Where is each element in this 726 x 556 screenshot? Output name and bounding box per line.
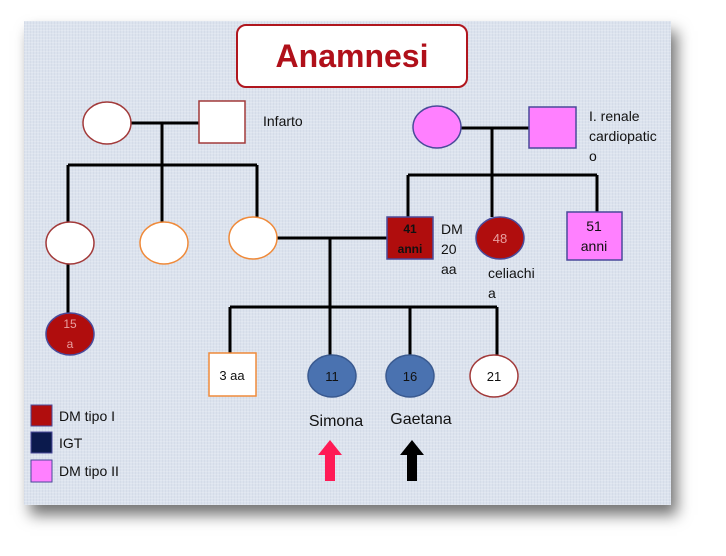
cousin-15 (45, 312, 95, 356)
grandfather-paternal (198, 100, 246, 144)
legend-swatch-dm2 (30, 459, 53, 483)
dm20-label-1: DM (441, 221, 463, 237)
legend-swatch-dm1 (30, 404, 53, 427)
uncle-51-age-unit: anni (581, 238, 607, 254)
aunt-2 (139, 221, 189, 265)
child-21 (469, 354, 519, 398)
renale-label-3: o (589, 148, 597, 164)
infarto-label: Infarto (263, 113, 303, 129)
grandfather-maternal (528, 106, 577, 149)
legend-label-igt: IGT (59, 435, 83, 451)
father-41 (386, 216, 434, 260)
pedigree-lines (66, 121, 599, 355)
father-age-unit: anni (398, 242, 423, 256)
celiachia-label-1: celiachi (488, 265, 535, 281)
simona-arrow-icon (318, 440, 342, 481)
celiachia-label-2: a (488, 285, 496, 301)
aunt-48 (475, 216, 525, 260)
legend-swatch-igt (30, 431, 53, 454)
grandmother-maternal (412, 105, 462, 149)
child-21-age: 21 (487, 369, 501, 384)
simona-symbol (307, 354, 357, 398)
renale-label-1: I. renale (589, 108, 640, 124)
gaetana-symbol (385, 354, 435, 398)
mother (228, 216, 278, 260)
renale-label-2: cardiopatic (589, 128, 657, 144)
aunt-1 (45, 221, 95, 265)
legend-label-dm2: DM tipo II (59, 463, 119, 479)
uncle-51 (566, 211, 623, 261)
cousin-age-unit: a (67, 337, 74, 351)
gaetana-arrow-icon (400, 440, 424, 481)
simona-label: Simona (309, 413, 363, 430)
aunt-48-age: 48 (493, 231, 507, 246)
cousin-age: 15 (63, 317, 77, 331)
father-age: 41 (403, 222, 417, 236)
gaetana-label: Gaetana (390, 411, 451, 428)
dm20-label-3: aa (441, 261, 457, 277)
dm20-label-2: 20 (441, 241, 457, 257)
legend-label-dm1: DM tipo I (59, 408, 115, 424)
child-3-age: 3 aa (219, 368, 245, 383)
grandmother-paternal (82, 101, 132, 145)
page-title: Anamnesi (236, 24, 468, 88)
slide (24, 21, 671, 505)
uncle-51-age: 51 (586, 218, 602, 234)
gaetana-age: 16 (403, 369, 417, 384)
simona-age: 11 (325, 369, 339, 384)
child-3 (208, 352, 257, 397)
